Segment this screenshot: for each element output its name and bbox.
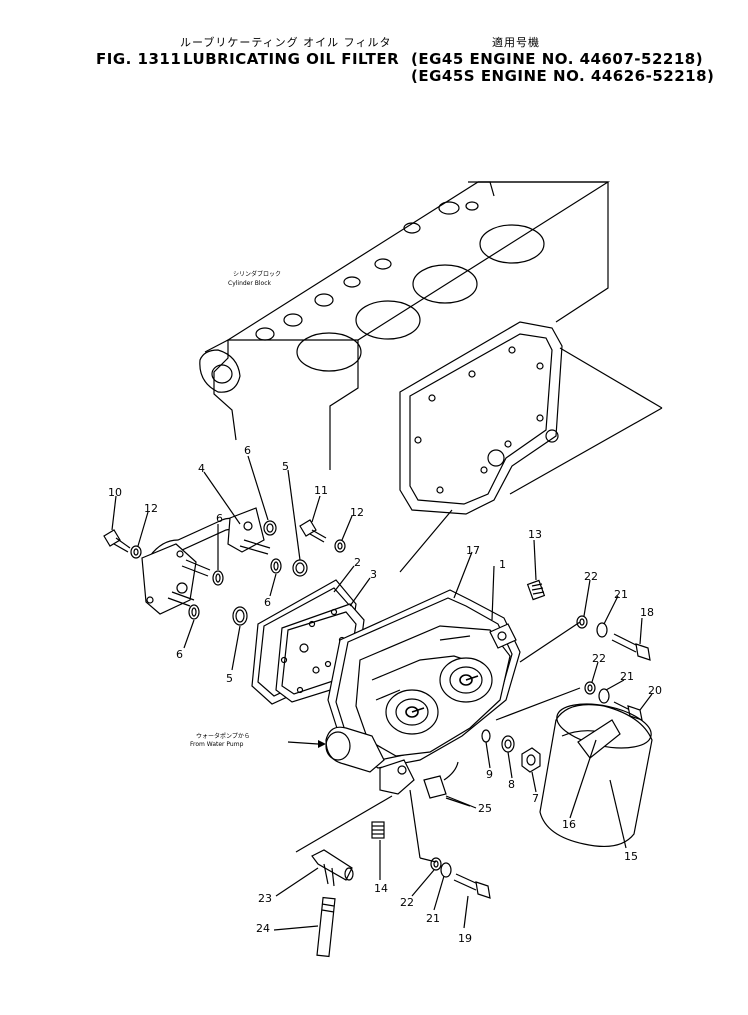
- callout-8: 8: [508, 778, 515, 791]
- figure-title: LUBRICATING OIL FILTER: [183, 50, 400, 68]
- callout-13: 13: [528, 528, 542, 541]
- callout-6-bottom: 6: [176, 648, 183, 661]
- callout-12-left: 12: [144, 502, 158, 515]
- callout-6-top: 6: [244, 444, 251, 457]
- callout-18: 18: [640, 606, 654, 619]
- callout-20: 20: [648, 684, 662, 697]
- callout-6-mid: 6: [216, 512, 223, 525]
- callout-12-right: 12: [350, 506, 364, 519]
- gasket-and-plate: [251, 579, 365, 705]
- callout-2: 2: [354, 556, 361, 569]
- small-parts: [103, 519, 653, 958]
- japanese-title: ルーブリケーティング オイル フィルタ: [180, 36, 392, 49]
- filter-head-body: [287, 589, 581, 863]
- callout-25: 25: [478, 802, 492, 815]
- japanese-applicability: 適用号機: [492, 36, 540, 49]
- callout-22-top: 22: [584, 570, 598, 583]
- callout-14: 14: [374, 882, 388, 895]
- cylinder-block: [199, 181, 663, 573]
- callout-11: 11: [314, 484, 328, 497]
- engine-range-eg45s: (EG45S ENGINE NO. 44626-52218): [411, 67, 715, 85]
- callout-22-mid: 22: [592, 652, 606, 665]
- oil-pipe: [141, 507, 271, 615]
- callout-23: 23: [258, 892, 272, 905]
- figure-number: FIG. 1311: [96, 50, 182, 68]
- callout-19: 19: [458, 932, 472, 945]
- callout-3: 3: [370, 568, 377, 581]
- callout-1: 1: [499, 558, 506, 571]
- cylinder-block-jp-label: シリンダブロック: [233, 270, 281, 278]
- callout-21-bottom: 21: [426, 912, 440, 925]
- cylinder-block-en-label: Cylinder Block: [228, 280, 272, 287]
- callout-10: 10: [108, 486, 122, 499]
- callout-24: 24: [256, 922, 270, 935]
- callout-15: 15: [624, 850, 638, 863]
- callout-leaders: [111, 455, 653, 931]
- water-pump-en-label: From Water Pump: [190, 741, 244, 748]
- water-pump-jp-label: ウォータポンプから: [196, 732, 250, 740]
- callout-22-bottom: 22: [400, 896, 414, 909]
- callout-4: 4: [198, 462, 205, 475]
- callout-17: 17: [466, 544, 480, 557]
- callout-21-top: 21: [614, 588, 628, 601]
- callout-5-upper: 5: [282, 460, 289, 473]
- engine-range-eg45: (EG45 ENGINE NO. 44607-52218): [411, 50, 704, 68]
- callout-6-right: 6: [264, 596, 271, 609]
- callout-9: 9: [486, 768, 493, 781]
- callout-numbers: 1 2 3 4 5 5 6 6 6 6 7 8 9 10 11 12 12 13…: [108, 444, 662, 945]
- callout-16: 16: [562, 818, 576, 831]
- callout-7: 7: [532, 792, 539, 805]
- callout-21-mid: 21: [620, 670, 634, 683]
- callout-5-lower: 5: [226, 672, 233, 685]
